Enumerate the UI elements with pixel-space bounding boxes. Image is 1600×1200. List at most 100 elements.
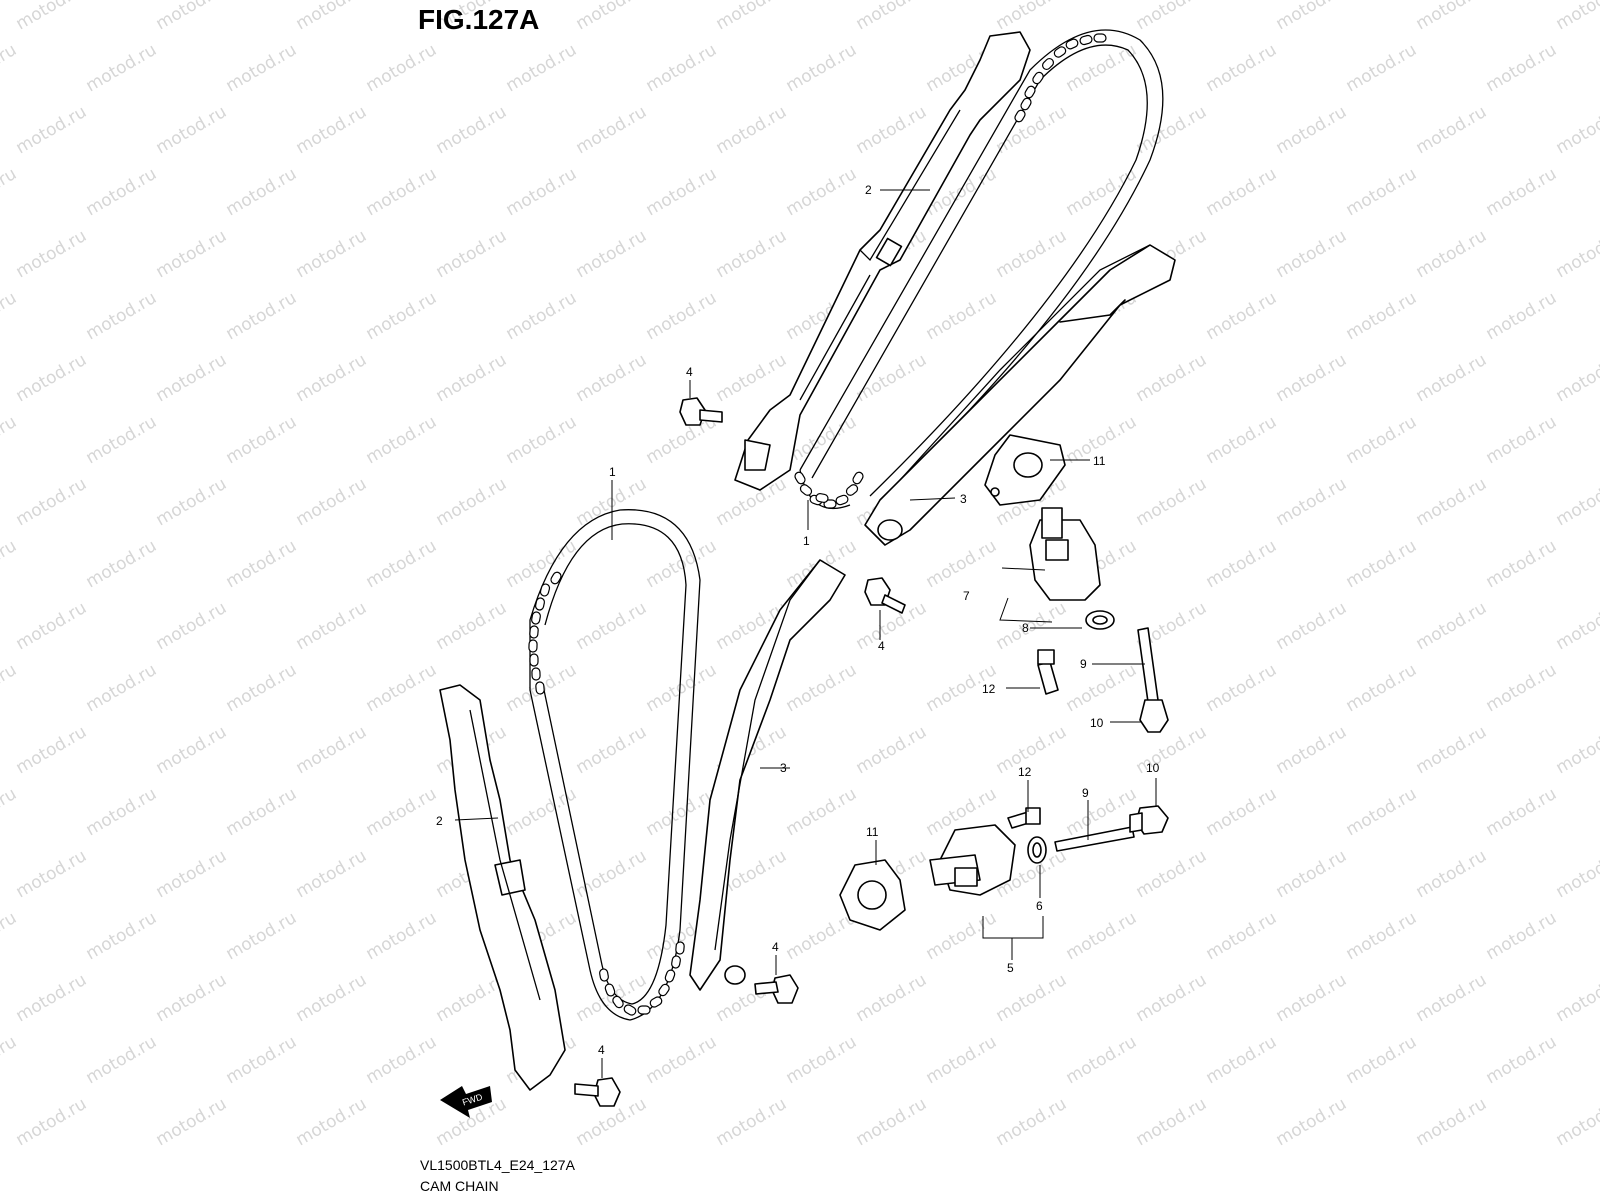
- watermark-text: motod.ru: [713, 0, 791, 34]
- model-code: VL1500BTL4_E24_127A: [420, 1157, 575, 1173]
- callout-10-low: 10: [1146, 761, 1160, 775]
- watermark-text: motod.ru: [573, 102, 651, 158]
- watermark-text: motod.ru: [153, 970, 231, 1026]
- chain-link: [1032, 71, 1044, 85]
- watermark-text: motod.ru: [643, 288, 721, 344]
- watermark-text: motod.ru: [13, 1094, 91, 1150]
- watermark-text: motod.ru: [1133, 0, 1211, 34]
- watermark-text: motod.ru: [1273, 102, 1351, 158]
- chain-link: [835, 494, 849, 506]
- chain-link: [528, 639, 538, 653]
- watermark-text: motod.ru: [713, 350, 791, 406]
- watermark-text: motod.ru: [1483, 40, 1561, 96]
- watermark-text: motod.ru: [993, 598, 1071, 654]
- chain-link: [664, 969, 676, 983]
- watermark-text: motod.ru: [293, 226, 371, 282]
- watermark-text: motod.ru: [1273, 474, 1351, 530]
- chain-link: [539, 583, 551, 597]
- chain-link: [845, 484, 859, 496]
- watermark-text: motod.ru: [1343, 660, 1421, 716]
- watermark-text: motod.ru: [13, 226, 91, 282]
- watermark-text: motod.ru: [573, 722, 651, 778]
- chain-link: [794, 471, 806, 485]
- watermark-text: motod.ru: [153, 846, 231, 902]
- watermark-text: motod.ru: [1133, 722, 1211, 778]
- watermark-text: motod.ru: [643, 40, 721, 96]
- watermark-text: motod.ru: [83, 784, 161, 840]
- watermark-text: motod.ru: [853, 722, 931, 778]
- watermark-text: motod.ru: [713, 1094, 791, 1150]
- chain-link: [550, 571, 562, 585]
- watermark-text: motod.ru: [923, 288, 1001, 344]
- watermark-text: motod.ru: [0, 784, 20, 840]
- chain-link: [649, 996, 663, 1008]
- watermark-text: motod.ru: [1203, 660, 1281, 716]
- watermark-text: motod.ru: [1553, 102, 1600, 158]
- watermark-text: motod.ru: [0, 660, 20, 716]
- watermark-text: motod.ru: [83, 40, 161, 96]
- watermark-text: motod.ru: [573, 598, 651, 654]
- watermark-text: motod.ru: [1063, 908, 1141, 964]
- watermark-text: motod.ru: [0, 536, 20, 592]
- figure-title: FIG.127A: [418, 4, 540, 35]
- watermark-text: motod.ru: [153, 1094, 231, 1150]
- watermark-text: motod.ru: [83, 288, 161, 344]
- chain-link: [599, 968, 609, 982]
- watermark-text: motod.ru: [1483, 412, 1561, 468]
- watermark-text: motod.ru: [293, 846, 371, 902]
- chain-guide-lower: [439, 684, 566, 1091]
- watermark-text: motod.ru: [993, 0, 1071, 34]
- watermark-text: motod.ru: [1483, 784, 1561, 840]
- watermark-text: motod.ru: [293, 722, 371, 778]
- watermark-text: motod.ru: [1553, 722, 1600, 778]
- section-name: CAM CHAIN: [420, 1178, 499, 1194]
- chain-link: [815, 493, 829, 503]
- watermark-text: motod.ru: [363, 288, 441, 344]
- tensioner-arm-upper: [864, 244, 1176, 546]
- watermark-text: motod.ru: [223, 412, 301, 468]
- chain-link: [529, 625, 539, 639]
- chain-link: [1014, 109, 1026, 123]
- watermark-text: motod.ru: [223, 164, 301, 220]
- watermark-text: motod.ru: [153, 722, 231, 778]
- watermark-text: motod.ru: [1553, 598, 1600, 654]
- callout-12-top: 12: [982, 682, 996, 696]
- chain-link: [823, 499, 837, 509]
- gasket-11-upper: [984, 434, 1066, 506]
- watermark-text: motod.ru: [153, 350, 231, 406]
- watermark-text: motod.ru: [223, 288, 301, 344]
- callout-layer: 2 4 1 1 3 11 7 8 4 9 12 10 2 3 12 9 10 1…: [436, 183, 1160, 1078]
- watermark-text: motod.ru: [1273, 226, 1351, 282]
- chain-link: [623, 1004, 637, 1016]
- callout-12-low: 12: [1018, 765, 1032, 779]
- watermark-text: motod.ru: [1553, 474, 1600, 530]
- callout-4-low: 4: [772, 940, 779, 954]
- callout-4-mid: 4: [878, 639, 885, 653]
- watermark-text: motod.ru: [993, 226, 1071, 282]
- watermark-text: motod.ru: [223, 660, 301, 716]
- watermark-text: motod.ru: [363, 1032, 441, 1088]
- watermark-text: motod.ru: [1413, 474, 1491, 530]
- watermark-text: motod.ru: [1133, 970, 1211, 1026]
- watermark-text: motod.ru: [1553, 846, 1600, 902]
- chain-link: [529, 653, 539, 667]
- bolt-4-top: [679, 397, 723, 426]
- watermark-text: motod.ru: [853, 1094, 931, 1150]
- tensioner-7: [1029, 507, 1101, 601]
- watermark-text: motod.ru: [83, 412, 161, 468]
- watermark-text: motod.ru: [783, 1032, 861, 1088]
- watermark-text: motod.ru: [223, 40, 301, 96]
- bolt-4-mid: [864, 577, 906, 614]
- watermark-text: motod.ru: [853, 970, 931, 1026]
- chain-link: [1041, 57, 1055, 71]
- gasket-11-lower: [839, 859, 906, 931]
- watermark-text: motod.ru: [1273, 1094, 1351, 1150]
- watermark-text: motod.ru: [13, 474, 91, 530]
- watermark-text: motod.ru: [1483, 288, 1561, 344]
- watermark-text: motod.ru: [293, 598, 371, 654]
- chain-guide-upper: [734, 31, 1031, 491]
- watermark-text: motod.ru: [1553, 970, 1600, 1026]
- chain-link: [612, 995, 624, 1009]
- chain-link: [675, 941, 685, 955]
- watermark-text: motod.ru: [503, 784, 581, 840]
